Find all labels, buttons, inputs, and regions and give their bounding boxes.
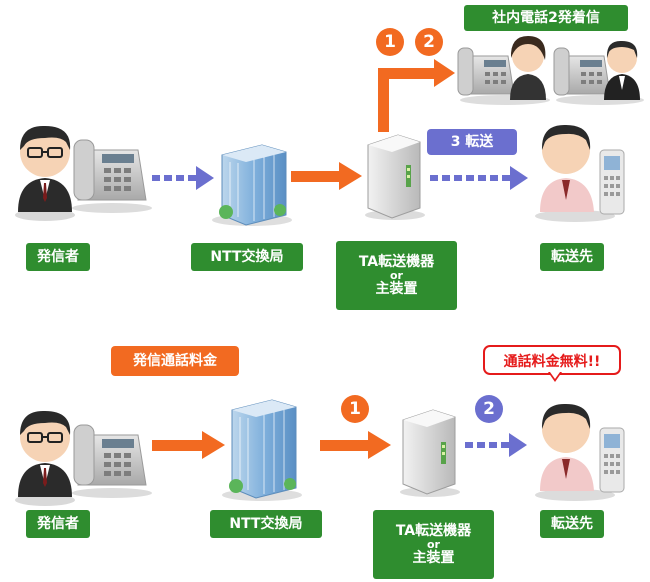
label-ta-bottom-or: or <box>427 538 440 551</box>
label-transfer: 3 転送 <box>427 129 517 155</box>
caller-person-icon <box>15 125 75 221</box>
orange-elbow-arrow-internal <box>378 59 455 132</box>
dotted-arrow-ta-dest <box>430 166 528 190</box>
step-badge-1-bottom: 1 <box>341 395 369 423</box>
label-ta-top-line1: TA転送機器 <box>358 254 435 270</box>
label-caller-bottom: 発信者 <box>26 510 90 538</box>
label-caller-charge: 発信通話料金 <box>111 346 239 376</box>
ntt-building-icon-bottom <box>222 399 302 501</box>
label-ta-bottom-line1: TA転送機器 <box>395 523 472 539</box>
label-ntt-bottom: NTT交換局 <box>210 510 322 538</box>
caller-phone-icon <box>72 139 152 213</box>
label-dest-bottom: 転送先 <box>540 510 604 538</box>
caller-person-icon-bottom <box>15 410 75 506</box>
step-badge-1-top: 1 <box>376 28 404 56</box>
label-ta-bottom-line2: 主装置 <box>412 550 455 566</box>
orange-arrow-caller-ntt-bottom <box>152 431 225 459</box>
orange-arrow-ntt-ta-bottom <box>320 431 391 459</box>
caller-phone-icon-bottom <box>72 424 152 498</box>
label-ta-bottom: TA転送機器 or 主装置 <box>373 510 494 579</box>
label-internal-calls: 社内電話2発着信 <box>464 5 628 31</box>
internal-phone-woman-icon <box>457 36 550 105</box>
destination-person-icon-bottom <box>535 403 625 501</box>
free-call-bubble: 通話料金無料!! <box>483 345 621 375</box>
destination-person-icon <box>535 124 625 222</box>
dotted-arrow-caller-ntt <box>152 166 214 190</box>
label-dest-top: 転送先 <box>540 243 604 271</box>
step-badge-2-bottom: 2 <box>475 395 503 423</box>
label-ta-top-or: or <box>390 269 403 282</box>
ntt-building-icon <box>212 144 292 226</box>
label-ta-top: TA転送機器 or 主装置 <box>336 241 457 310</box>
label-ntt-top: NTT交換局 <box>191 243 303 271</box>
label-caller-top: 発信者 <box>26 243 90 271</box>
free-call-bubble-tail-inner <box>550 372 560 379</box>
dotted-arrow-ta-dest-bottom <box>465 433 527 457</box>
label-ta-top-line2: 主装置 <box>375 281 418 297</box>
orange-arrow-ntt-ta <box>291 162 362 190</box>
internal-phone-man-icon <box>553 40 644 105</box>
ta-device-icon <box>365 134 425 220</box>
ta-device-icon-bottom <box>400 409 460 497</box>
step-badge-2-top: 2 <box>415 28 443 56</box>
